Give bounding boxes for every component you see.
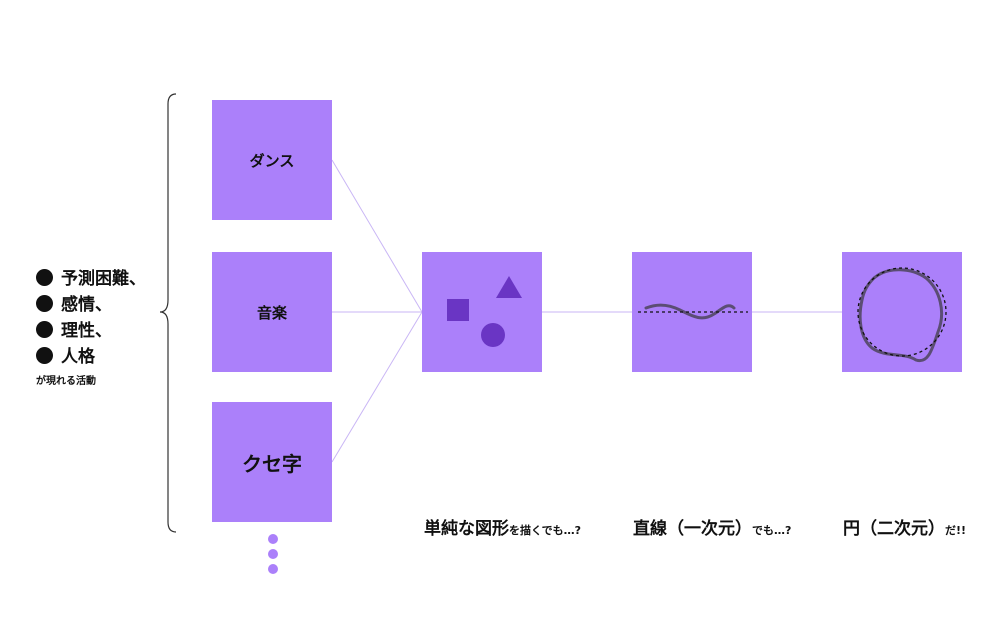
stage-box-circle bbox=[842, 252, 962, 372]
activity-box-music: 音楽 bbox=[212, 252, 332, 372]
caption-line: 直線（一次元）でも…? bbox=[633, 514, 791, 539]
hand-drawn-circle-icon bbox=[858, 268, 943, 363]
bullet-icon bbox=[36, 321, 53, 338]
bullet-icon bbox=[36, 295, 53, 312]
caption-main: 単純な図形 bbox=[424, 519, 509, 539]
caption-circle: 円（二次元）だ!! bbox=[843, 514, 966, 539]
list-item: 人格 bbox=[36, 344, 166, 370]
caption-main: 直線（一次元） bbox=[633, 519, 752, 539]
list-item: 感情、 bbox=[36, 292, 166, 318]
list-item-label: 理性、 bbox=[61, 321, 112, 341]
activity-box-handwriting: クセ字 bbox=[212, 402, 332, 522]
bullet-icon bbox=[36, 347, 53, 364]
more-dot-icon bbox=[268, 534, 278, 544]
list-item-label: 感情、 bbox=[61, 295, 112, 315]
more-dot-icon bbox=[268, 564, 278, 574]
caption-sub: でも…? bbox=[752, 524, 792, 537]
activity-label: ダンス bbox=[249, 151, 295, 170]
connector-handwriting bbox=[331, 311, 423, 463]
bullet-icon bbox=[36, 269, 53, 286]
caption-sub: を描くでも…? bbox=[509, 524, 582, 537]
list-item-label: 人格 bbox=[61, 347, 95, 367]
activity-label: クセ字 bbox=[242, 451, 302, 476]
circle-icon bbox=[481, 323, 505, 347]
list-item: 理性、 bbox=[36, 318, 166, 344]
stage-box-shapes bbox=[422, 252, 542, 372]
triangle-icon bbox=[496, 276, 522, 298]
square-icon bbox=[447, 299, 469, 321]
activity-box-dance: ダンス bbox=[212, 100, 332, 220]
more-dot-icon bbox=[268, 549, 278, 559]
caption-shapes: 単純な図形を描くでも…? bbox=[424, 514, 581, 539]
wavy-line-icon bbox=[644, 303, 736, 320]
list-item-label: 予測困難、 bbox=[61, 269, 146, 289]
connector-dance bbox=[331, 159, 423, 313]
dashed-circle-icon bbox=[857, 267, 947, 357]
list-footnote: が現れる活動 bbox=[36, 376, 96, 387]
list-item: 予測困難、 bbox=[36, 266, 166, 292]
caption-main: 円（二次元） bbox=[843, 519, 945, 539]
activity-label: 音楽 bbox=[256, 303, 287, 322]
stage-box-line bbox=[632, 252, 752, 372]
characteristics-list: 予測困難、 感情、 理性、 人格 が現れる活動 bbox=[36, 266, 166, 387]
caption-sub: だ!! bbox=[945, 524, 967, 537]
